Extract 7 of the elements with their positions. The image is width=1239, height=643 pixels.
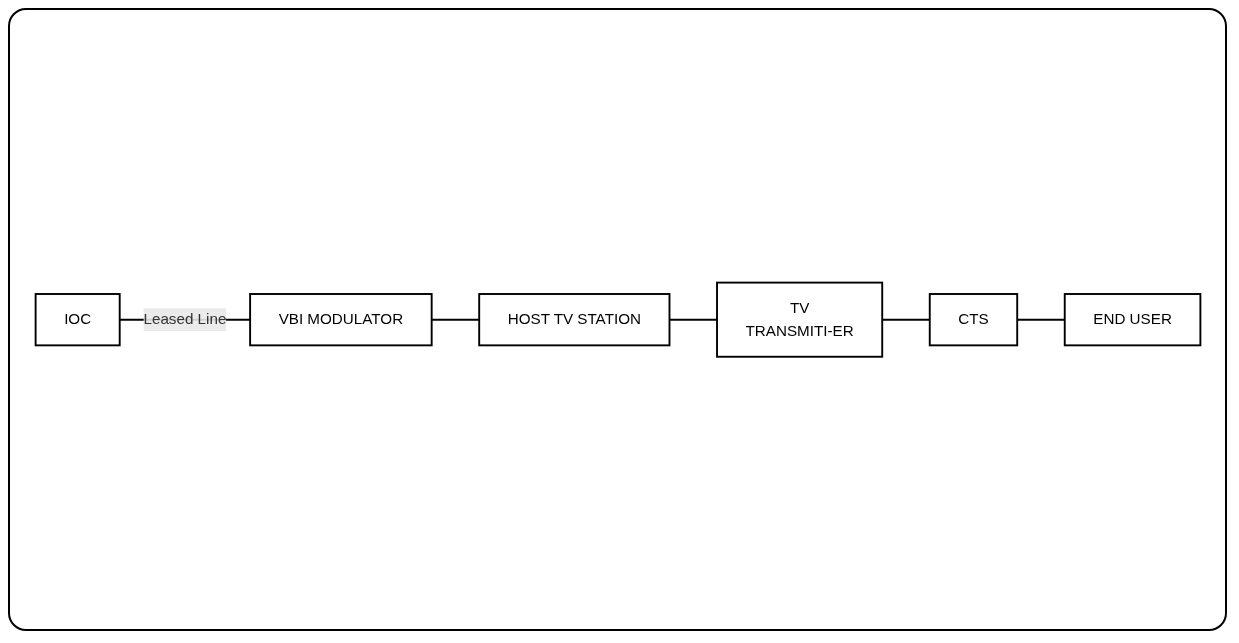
node-box: END USER [1063,292,1201,347]
edge-label: Leased Line [142,310,226,328]
node-box: TV TRANSMITI-ER [715,281,883,358]
node-box: VBI MODULATOR [248,292,433,347]
node-box: IOC [34,292,121,347]
node-box: HOST TV STATION [477,292,670,347]
node-box: CTS [928,292,1018,347]
